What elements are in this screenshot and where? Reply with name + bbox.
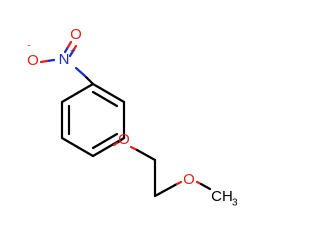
bond-n-to-o-top-red [66,40,73,49]
atom-oxygen-ether: O [118,131,130,148]
bond-ring-to-ether-o [115,136,126,145]
bond-ring-double-2 [91,132,119,150]
bond-ring-to-n-blue [74,66,87,78]
bond-ch2-to-methoxy-o [153,182,179,198]
atom-oxygen-methoxy: O [183,171,195,188]
bond-ring-double-1 [91,90,119,108]
bond-n-to-o-left-red [39,59,49,64]
atom-oxygen-nitro-left: O [27,52,39,69]
atom-oxygen-nitro-top: O [70,26,82,43]
bond-ring-6 [60,82,95,104]
bond-ether-o-to-ch2 [135,148,157,162]
bond-ring-to-n-black [83,74,95,86]
bond-n-to-o-left-blue [45,58,56,63]
bond-ring-to-ether-o-red [112,141,119,147]
molecule-structure-diagram: N + O O - O O CH 3 [27,26,238,209]
charge-minus-oxygen: - [27,41,30,52]
nitro-group-bonds [39,40,95,86]
ether-chain-bonds [112,136,212,198]
atom-methyl: CH [211,188,233,205]
bond-ch2-to-methoxy-o-red [175,180,183,186]
bond-n-to-o-top-double-red [71,44,78,53]
bond-ether-o-to-ch2-red [129,145,139,152]
bond-ring-1 [91,82,126,104]
atom-nitrogen: N [59,51,70,68]
bond-methoxy-o-to-ch3 [199,182,212,191]
atom-labels: N + O O - O O CH 3 [27,26,238,209]
charge-plus-nitrogen: + [70,47,76,58]
bond-ring-4 [60,136,95,158]
methyl-subscript: 3 [232,198,238,209]
